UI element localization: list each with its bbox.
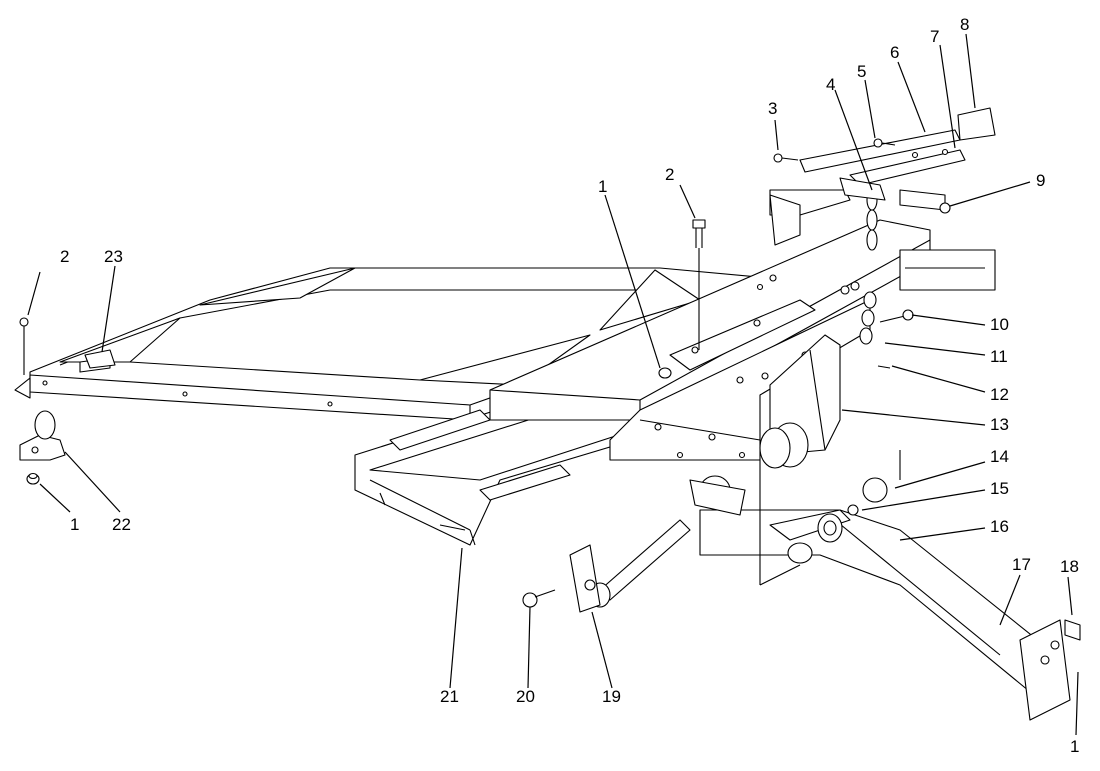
callout-label: 18 [1060, 557, 1079, 576]
callout-label: 13 [990, 415, 1009, 434]
callout-label: 15 [990, 479, 1009, 498]
chain-assembly [859, 189, 914, 369]
main-beam [489, 189, 996, 469]
top-linkage [773, 107, 996, 214]
tongue-arm [699, 450, 1081, 721]
callout-label: 20 [516, 687, 535, 706]
left-hitch-hardware [19, 317, 116, 485]
callout-label: 11 [990, 347, 1008, 366]
callout-label: 4 [826, 75, 835, 94]
callout-label: 10 [990, 315, 1009, 334]
callout-label: 2 [665, 165, 674, 184]
deck-frame [14, 267, 846, 421]
callout-label: 9 [1036, 171, 1045, 190]
callout-label: 6 [890, 43, 899, 62]
center-fasteners [658, 219, 706, 379]
callout-label: 1 [70, 515, 79, 534]
callout-label: 7 [930, 27, 939, 46]
callout-label: 14 [990, 447, 1009, 466]
callouts: 1 2 2 3 4 5 6 7 8 9 10 11 12 13 14 15 16 [27, 15, 1079, 756]
callout-label: 22 [112, 515, 131, 534]
callout-label: 5 [857, 62, 866, 81]
callout-label: 21 [440, 687, 459, 706]
lower-tray [354, 389, 701, 546]
callout-label: 8 [960, 15, 969, 34]
callout-label: 3 [768, 99, 777, 118]
callout-label: 1 [598, 177, 607, 196]
callout-label: 16 [990, 517, 1009, 536]
callout-label: 2 [60, 247, 69, 266]
callout-label: 1 [1070, 737, 1079, 756]
callout-label: 19 [602, 687, 621, 706]
callout-label: 12 [990, 385, 1009, 404]
callout-label: 23 [104, 247, 123, 266]
pivot-pin [522, 475, 746, 613]
callout-label: 17 [1012, 555, 1031, 574]
